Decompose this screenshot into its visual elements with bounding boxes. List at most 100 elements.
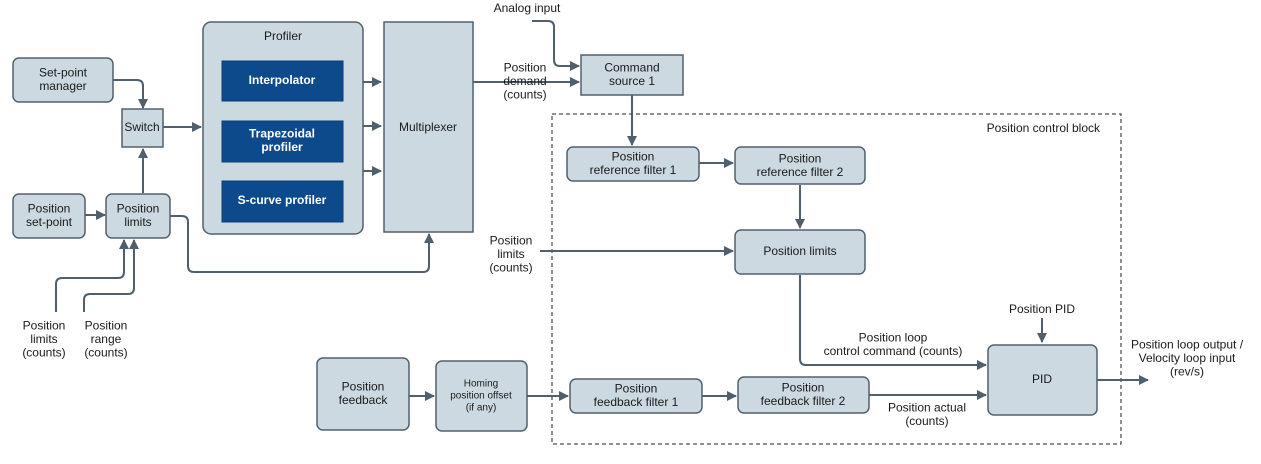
position-range-bottom-label-line: (counts) <box>84 346 127 360</box>
position-actual-label-line: (counts) <box>905 414 948 428</box>
position-limits-bottom-label-line: (counts) <box>22 346 65 360</box>
wire-limits-to-multiplexer <box>170 215 434 273</box>
trapezoidal-profiler-label-line: Trapezoidal <box>249 126 315 140</box>
scurve-profiler-block[interactable]: S-curve profiler <box>221 180 344 223</box>
position-limits-input-label-line: Position <box>490 234 533 248</box>
wire-bottom-range-input <box>83 239 139 312</box>
position-reference-filter-2-label-line: Position <box>779 151 822 165</box>
position-reference-filter-2-label-line: reference filter 2 <box>757 165 844 179</box>
position-actual-label: Position actual(counts) <box>888 400 966 428</box>
loop-output-label: Position loop output /Velocity loop inpu… <box>1131 338 1244 379</box>
multiplexer-block[interactable]: Multiplexer <box>383 21 474 233</box>
switch-label: Switch <box>124 120 159 134</box>
position-feedback-filter-2-label-line: feedback filter 2 <box>761 394 846 408</box>
command-source-label-line: Command <box>604 60 659 74</box>
command-source-label-line: source 1 <box>609 74 655 88</box>
control-command-label-line: Position loop <box>859 330 928 344</box>
position-limits-left-label-line: limits <box>124 215 151 229</box>
switch-label-line: Switch <box>124 120 159 134</box>
position-limits-input-label-line: (counts) <box>489 261 532 275</box>
connectors <box>55 20 1149 401</box>
wire-bottom-limits-input <box>55 239 129 312</box>
homing-offset-label-line: Homing <box>464 379 498 390</box>
trapezoidal-profiler-label-line: profiler <box>261 140 303 154</box>
position-range-bottom-label-line: Position <box>85 319 128 333</box>
position-range-bottom-label-line: range <box>91 332 122 346</box>
analog-input-label-line: Analog input <box>494 1 561 15</box>
position-demand-label-line: (counts) <box>503 88 546 102</box>
position-limits-block[interactable]: Position limits <box>734 229 866 275</box>
position-feedback-filter-1-label-line: Position <box>615 381 658 395</box>
position-limits-input-label-line: limits <box>497 247 524 261</box>
switch-block[interactable]: Switch <box>121 108 164 148</box>
position-feedback-filter-1-label-line: feedback filter 1 <box>594 395 679 409</box>
pid-label-line: PID <box>1032 372 1052 386</box>
position-reference-filter-1-label-line: Position <box>612 149 655 163</box>
interpolator-block[interactable]: Interpolator <box>221 60 344 102</box>
position-control-block-frame <box>551 113 1122 445</box>
position-feedback-label-line: Position <box>342 379 385 393</box>
position-limits-block-label-line: Position limits <box>763 244 836 258</box>
position-control-block-label: Position control block <box>987 121 1101 135</box>
multiplexer-label: Multiplexer <box>399 120 457 134</box>
loop-output-label-line: Velocity loop input <box>1139 351 1236 365</box>
control-command-label-line: control command (counts) <box>824 344 963 358</box>
position-reference-filter-1-label-line: reference filter 1 <box>590 163 677 177</box>
position-control-block-label-line: Position control block <box>987 121 1101 135</box>
homing-offset-label-line: (if any) <box>466 403 497 414</box>
pid-label: PID <box>1032 372 1052 386</box>
setpoint-manager-label-line: manager <box>39 79 86 93</box>
position-limits-bottom-label-line: Position <box>23 319 66 333</box>
position-setpoint-label-line: set-point <box>26 215 73 229</box>
pid-block[interactable]: PID <box>987 344 1098 416</box>
setpoint-manager-label-line: Set-point <box>39 65 88 79</box>
profiler-title: Profiler <box>264 29 302 43</box>
position-feedback-filter-2-label-line: Position <box>782 380 825 394</box>
position-setpoint-label-line: Position <box>28 201 71 215</box>
interpolator-label: Interpolator <box>249 73 316 87</box>
wire-analog-input <box>532 20 580 71</box>
multiplexer-label-line: Multiplexer <box>399 120 457 134</box>
position-demand-label-line: demand <box>503 74 546 88</box>
position-feedback-label-line: feedback <box>339 393 389 407</box>
homing-offset-label-line: position offset <box>450 391 512 402</box>
position-limits-block-label: Position limits <box>763 244 836 258</box>
position-limits-bottom-label-line: limits <box>30 332 57 346</box>
analog-input-label: Analog input <box>494 1 561 15</box>
profiler-title-line: Profiler <box>264 29 302 43</box>
wire-setpoint-manager-to-switch <box>113 79 148 109</box>
scurve-profiler-label: S-curve profiler <box>238 193 327 207</box>
wire-limits-to-pid <box>799 275 987 370</box>
position-demand-label-line: Position <box>504 61 547 75</box>
loop-output-label-line: (rev/s) <box>1170 365 1204 379</box>
position-actual-label-line: Position actual <box>888 400 966 414</box>
interpolator-label-line: Interpolator <box>249 73 316 87</box>
